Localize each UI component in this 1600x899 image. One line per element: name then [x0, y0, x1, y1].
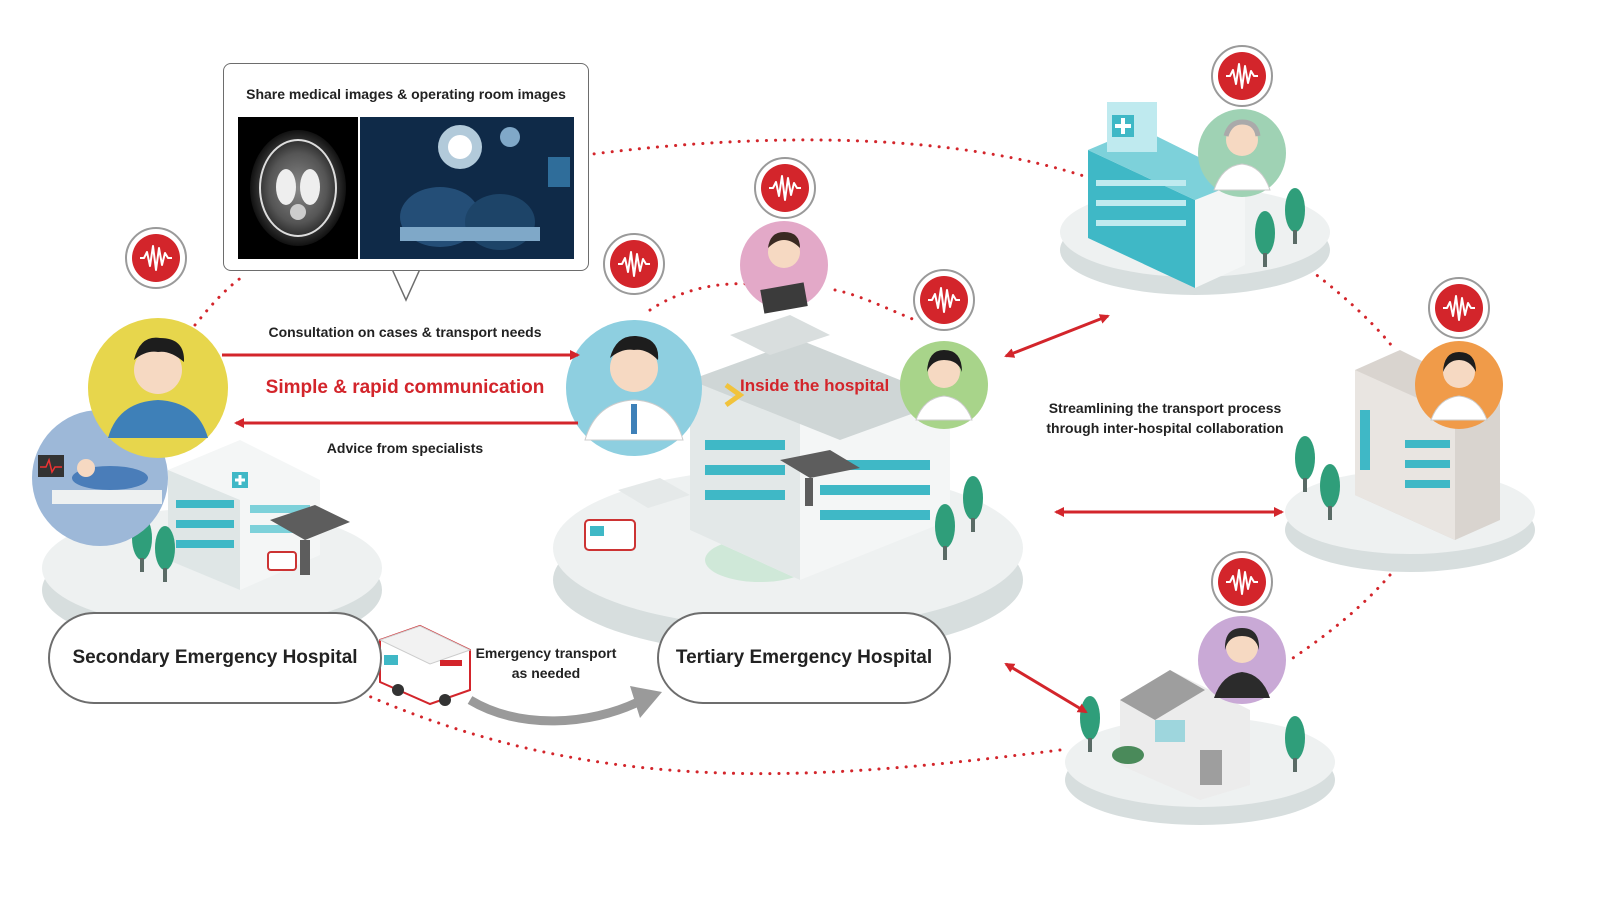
transport-arrow — [467, 686, 662, 726]
streamlining-label-line1: Streamlining the transport process — [1048, 400, 1282, 416]
share-images-bubble: Share medical images & operating room im… — [223, 63, 589, 271]
doctor-avatar-female-tertiary — [900, 341, 988, 429]
small-ambulance — [267, 551, 297, 571]
doctor-avatar-secondary — [88, 318, 228, 458]
tertiary-hospital-label: Tertiary Emergency Hospital — [657, 612, 951, 704]
link-arrow-top-right — [1004, 314, 1110, 358]
mri-scan-image — [238, 117, 358, 259]
transport-label-line1: Emergency transport — [475, 645, 617, 661]
streamlining-label-line2: through inter-hospital collaboration — [1046, 420, 1284, 436]
doctor-avatar-right — [1415, 341, 1503, 429]
nurse-avatar-tertiary — [740, 221, 828, 314]
transport-label-line2: as needed — [511, 665, 581, 681]
link-arrow-bottom-right — [1004, 662, 1088, 714]
advice-label: Advice from specialists — [326, 440, 484, 456]
doctor-avatar-tertiary — [566, 320, 702, 456]
secondary-hospital-building — [132, 440, 350, 590]
staff-avatar-bottom-right — [1198, 616, 1286, 704]
ambulance — [378, 624, 472, 706]
audio-wave-icon — [125, 227, 187, 289]
audio-wave-icon — [1211, 45, 1273, 107]
simple-rapid-label: Simple & rapid communication — [265, 377, 545, 398]
audio-wave-icon — [1428, 277, 1490, 339]
bubble-title: Share medical images & operating room im… — [246, 86, 566, 102]
operating-room-image — [360, 117, 574, 259]
doctor-avatar-top-right — [1198, 109, 1286, 197]
audio-wave-icon — [754, 157, 816, 219]
tertiary-hospital-building — [584, 315, 983, 580]
red-arrows — [222, 314, 1284, 714]
inside-hospital-label: Inside the hospital — [740, 376, 890, 395]
ambulance-at-tertiary — [584, 519, 636, 551]
bubble-tail — [390, 268, 422, 302]
inside-hospital-chevron — [724, 382, 745, 408]
consultation-label: Consultation on cases & transport needs — [268, 324, 542, 340]
audio-wave-icon — [913, 269, 975, 331]
secondary-hospital-label: Secondary Emergency Hospital — [48, 612, 382, 704]
clinic-building — [1080, 670, 1305, 800]
audio-wave-icon — [603, 233, 665, 295]
audio-wave-icon — [1211, 551, 1273, 613]
